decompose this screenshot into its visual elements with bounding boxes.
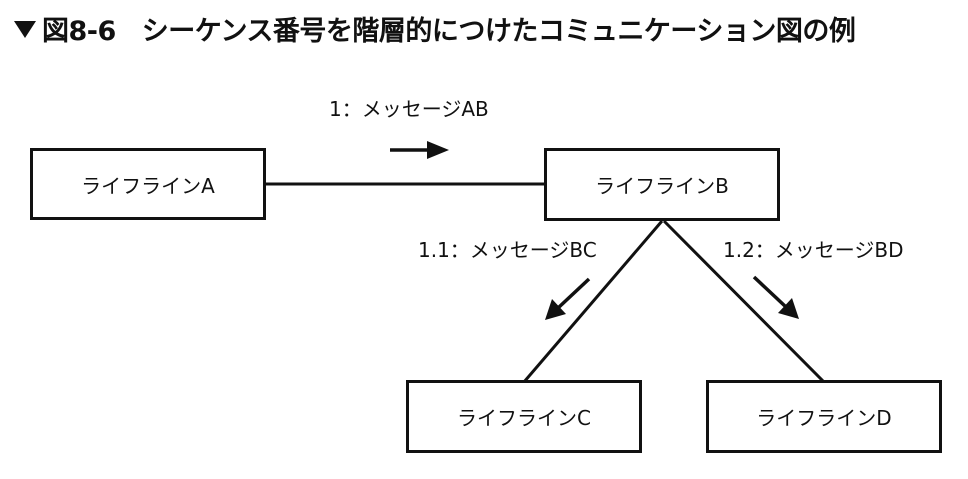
lifeline-a: ライフラインA bbox=[30, 148, 266, 220]
lifeline-d: ライフラインD bbox=[706, 380, 942, 453]
message-ab-label: 1：メッセージAB bbox=[329, 97, 489, 121]
message-bd-label: 1.2：メッセージBD bbox=[723, 238, 904, 262]
message-bc-label: 1.1：メッセージBC bbox=[418, 238, 597, 262]
figure-heading: 図8-6 シーケンス番号を階層的につけたコミュニケーション図の例 bbox=[14, 7, 856, 49]
down-triangle-icon bbox=[14, 20, 36, 38]
lifeline-b: ライフラインB bbox=[544, 148, 780, 221]
arrow-bd-icon bbox=[752, 275, 799, 319]
lifeline-c: ライフラインC bbox=[406, 380, 642, 453]
link-b-d bbox=[662, 219, 826, 384]
arrow-ab-icon bbox=[390, 141, 449, 159]
link-b-c bbox=[522, 220, 664, 383]
figure-number: 図8-6 bbox=[42, 15, 116, 47]
arrow-bc-icon bbox=[545, 277, 591, 320]
figure-title: シーケンス番号を階層的につけたコミュニケーション図の例 bbox=[141, 15, 856, 47]
